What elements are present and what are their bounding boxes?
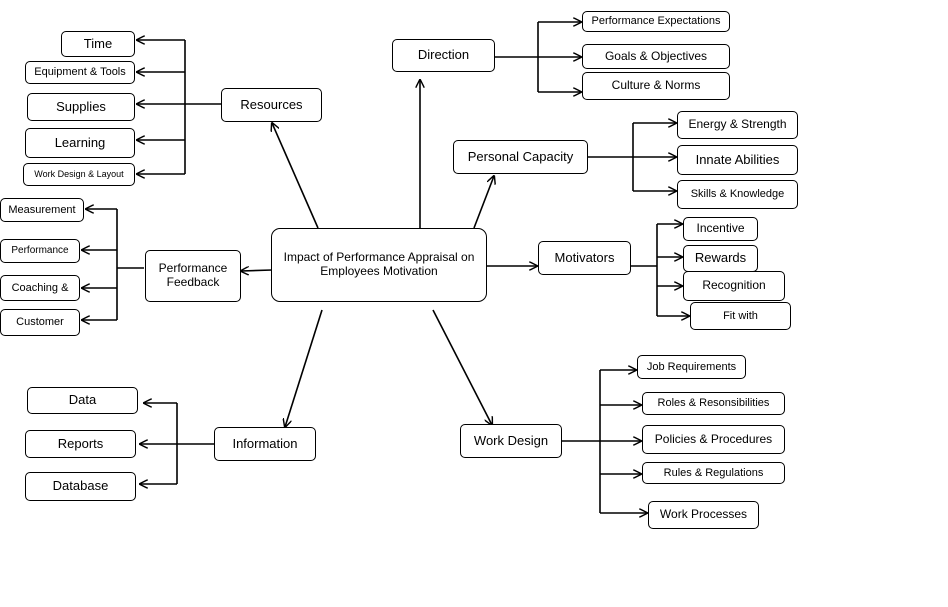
personal-capacity-item-innate-abilities: Innate Abilities: [677, 145, 798, 175]
direction-item-goals-objectives: Goals & Objectives: [582, 44, 730, 69]
central-topic-node: Impact of Performance Appraisal on Emplo…: [271, 228, 487, 302]
motivators-connectors: [631, 224, 689, 316]
direction-node: Direction: [392, 39, 495, 72]
performance-feedback-node: Performance Feedback: [145, 250, 241, 302]
resources-item-work-design-layout: Work Design & Layout: [23, 163, 135, 186]
personal-capacity-item-energy-strength: Energy & Strength: [677, 111, 798, 139]
motivators-node: Motivators: [538, 241, 631, 275]
arrow-to-resources: [272, 123, 319, 229]
direction-item-performance-expectations: Performance Expectations: [582, 11, 730, 32]
resources-item-time: Time: [61, 31, 135, 57]
information-item-reports: Reports: [25, 430, 136, 458]
personal-capacity-connectors: [588, 123, 676, 191]
center-arrows: [241, 80, 537, 427]
arrow-to-work-design: [432, 309, 492, 425]
work-design-item-roles-responsibilities: Roles & Resonsibilities: [642, 392, 785, 415]
information-item-database: Database: [25, 472, 136, 501]
work-design-item-rules-regulations: Rules & Regulations: [642, 462, 785, 484]
feedback-item-customer: Customer: [0, 309, 80, 336]
arrow-to-personal-capacity: [473, 176, 494, 229]
feedback-item-measurement: Measurement: [0, 198, 84, 222]
work-design-item-policies-procedures: Policies & Procedures: [642, 425, 785, 454]
information-node: Information: [214, 427, 316, 461]
information-connectors: [140, 403, 214, 484]
feedback-connectors: [82, 209, 144, 320]
arrow-to-information: [285, 309, 323, 427]
work-design-connectors: [562, 370, 647, 513]
direction-item-culture-norms: Culture & Norms: [582, 72, 730, 100]
motivators-item-recognition: Recognition: [683, 271, 785, 301]
resources-connectors: [137, 40, 221, 174]
information-item-data: Data: [27, 387, 138, 414]
work-design-node: Work Design: [460, 424, 562, 458]
resources-item-equipment-tools: Equipment & Tools: [25, 61, 135, 84]
motivators-item-fit-with: Fit with: [690, 302, 791, 330]
personal-capacity-node: Personal Capacity: [453, 140, 588, 174]
resources-item-supplies: Supplies: [27, 93, 135, 121]
feedback-item-coaching: Coaching &: [0, 275, 80, 301]
feedback-item-performance: Performance: [0, 239, 80, 263]
direction-connectors: [495, 22, 581, 92]
motivators-item-rewards: Rewards: [683, 245, 758, 272]
personal-capacity-item-skills-knowledge: Skills & Knowledge: [677, 180, 798, 209]
resources-node: Resources: [221, 88, 322, 122]
motivators-item-incentive: Incentive: [683, 217, 758, 241]
work-design-item-work-processes: Work Processes: [648, 501, 759, 529]
arrow-to-performance-feedback: [241, 270, 273, 271]
work-design-item-job-requirements: Job Requirements: [637, 355, 746, 379]
resources-item-learning: Learning: [25, 128, 135, 158]
